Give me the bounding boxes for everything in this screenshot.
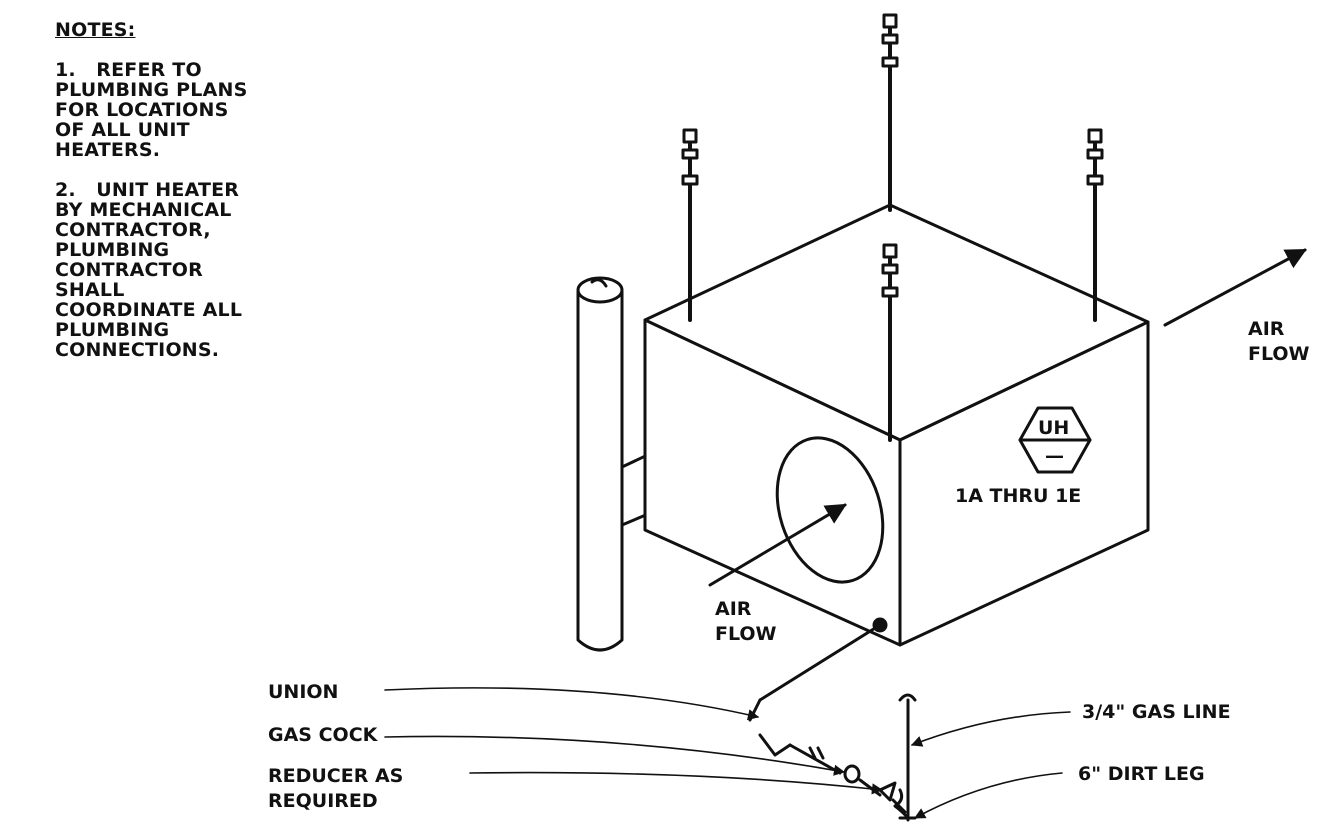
notes-block: NOTES: 1. REFER TO PLUMBING PLANS FOR LO… bbox=[55, 20, 315, 360]
air-flow-in-arrow bbox=[708, 503, 847, 587]
svg-text:FLOW: FLOW bbox=[1248, 343, 1310, 365]
note-2-line: PLUMBING bbox=[55, 239, 170, 261]
svg-text:AIR: AIR bbox=[715, 598, 752, 620]
gas-line-label: 3/4" GAS LINE bbox=[1082, 701, 1231, 723]
svg-text:AIR: AIR bbox=[1248, 318, 1285, 340]
air-flow-in-label: AIR FLOW bbox=[715, 598, 777, 645]
tag-code: UH bbox=[1038, 417, 1069, 439]
note-2-line: SHALL bbox=[55, 279, 125, 301]
air-flow-out-label: AIR FLOW bbox=[1248, 318, 1310, 365]
note-2: 2. UNIT HEATER BY MECHANICAL CONTRACTOR,… bbox=[55, 180, 315, 360]
note-2-line: COORDINATE ALL bbox=[55, 299, 243, 321]
notes-title: NOTES: bbox=[55, 19, 136, 41]
svg-text:REQUIRED: REQUIRED bbox=[268, 790, 378, 812]
tag-dash: — bbox=[1045, 445, 1064, 467]
note-2-line: 2. UNIT HEATER bbox=[55, 179, 240, 201]
note-1-line: 1. REFER TO bbox=[55, 59, 202, 81]
note-2-line: BY MECHANICAL bbox=[55, 199, 232, 221]
leader-lines bbox=[384, 687, 1071, 819]
tag-range: 1A THRU 1E bbox=[955, 485, 1081, 507]
dirt-leg-label: 6" DIRT LEG bbox=[1078, 763, 1205, 785]
svg-text:REDUCER AS: REDUCER AS bbox=[268, 765, 403, 787]
rod-nuts bbox=[681, 13, 1104, 298]
note-1-line: HEATERS. bbox=[55, 139, 161, 161]
note-1-line: FOR LOCATIONS bbox=[55, 99, 229, 121]
note-2-line: CONTRACTOR bbox=[55, 259, 203, 281]
note-1-line: PLUMBING PLANS bbox=[55, 79, 248, 101]
reducer-label: REDUCER AS REQUIRED bbox=[268, 765, 403, 812]
gas-cock-label: GAS COCK bbox=[268, 724, 379, 746]
note-2-line: CONNECTIONS. bbox=[55, 339, 220, 361]
union-label: UNION bbox=[268, 681, 338, 703]
air-flow-out-arrow bbox=[1163, 248, 1307, 327]
hanger-rods bbox=[688, 23, 1097, 442]
note-2-line: PLUMBING bbox=[55, 319, 170, 341]
heater-box bbox=[643, 203, 1150, 647]
unit-tag-hexagon bbox=[1018, 406, 1092, 474]
note-1-line: OF ALL UNIT bbox=[55, 119, 190, 141]
svg-text:FLOW: FLOW bbox=[715, 623, 777, 645]
vertical-pipe bbox=[576, 276, 624, 652]
note-2-line: CONTRACTOR, bbox=[55, 219, 211, 241]
gas-piping bbox=[748, 617, 917, 822]
note-1: 1. REFER TO PLUMBING PLANS FOR LOCATIONS… bbox=[55, 60, 315, 160]
air-intake-opening bbox=[775, 436, 885, 584]
